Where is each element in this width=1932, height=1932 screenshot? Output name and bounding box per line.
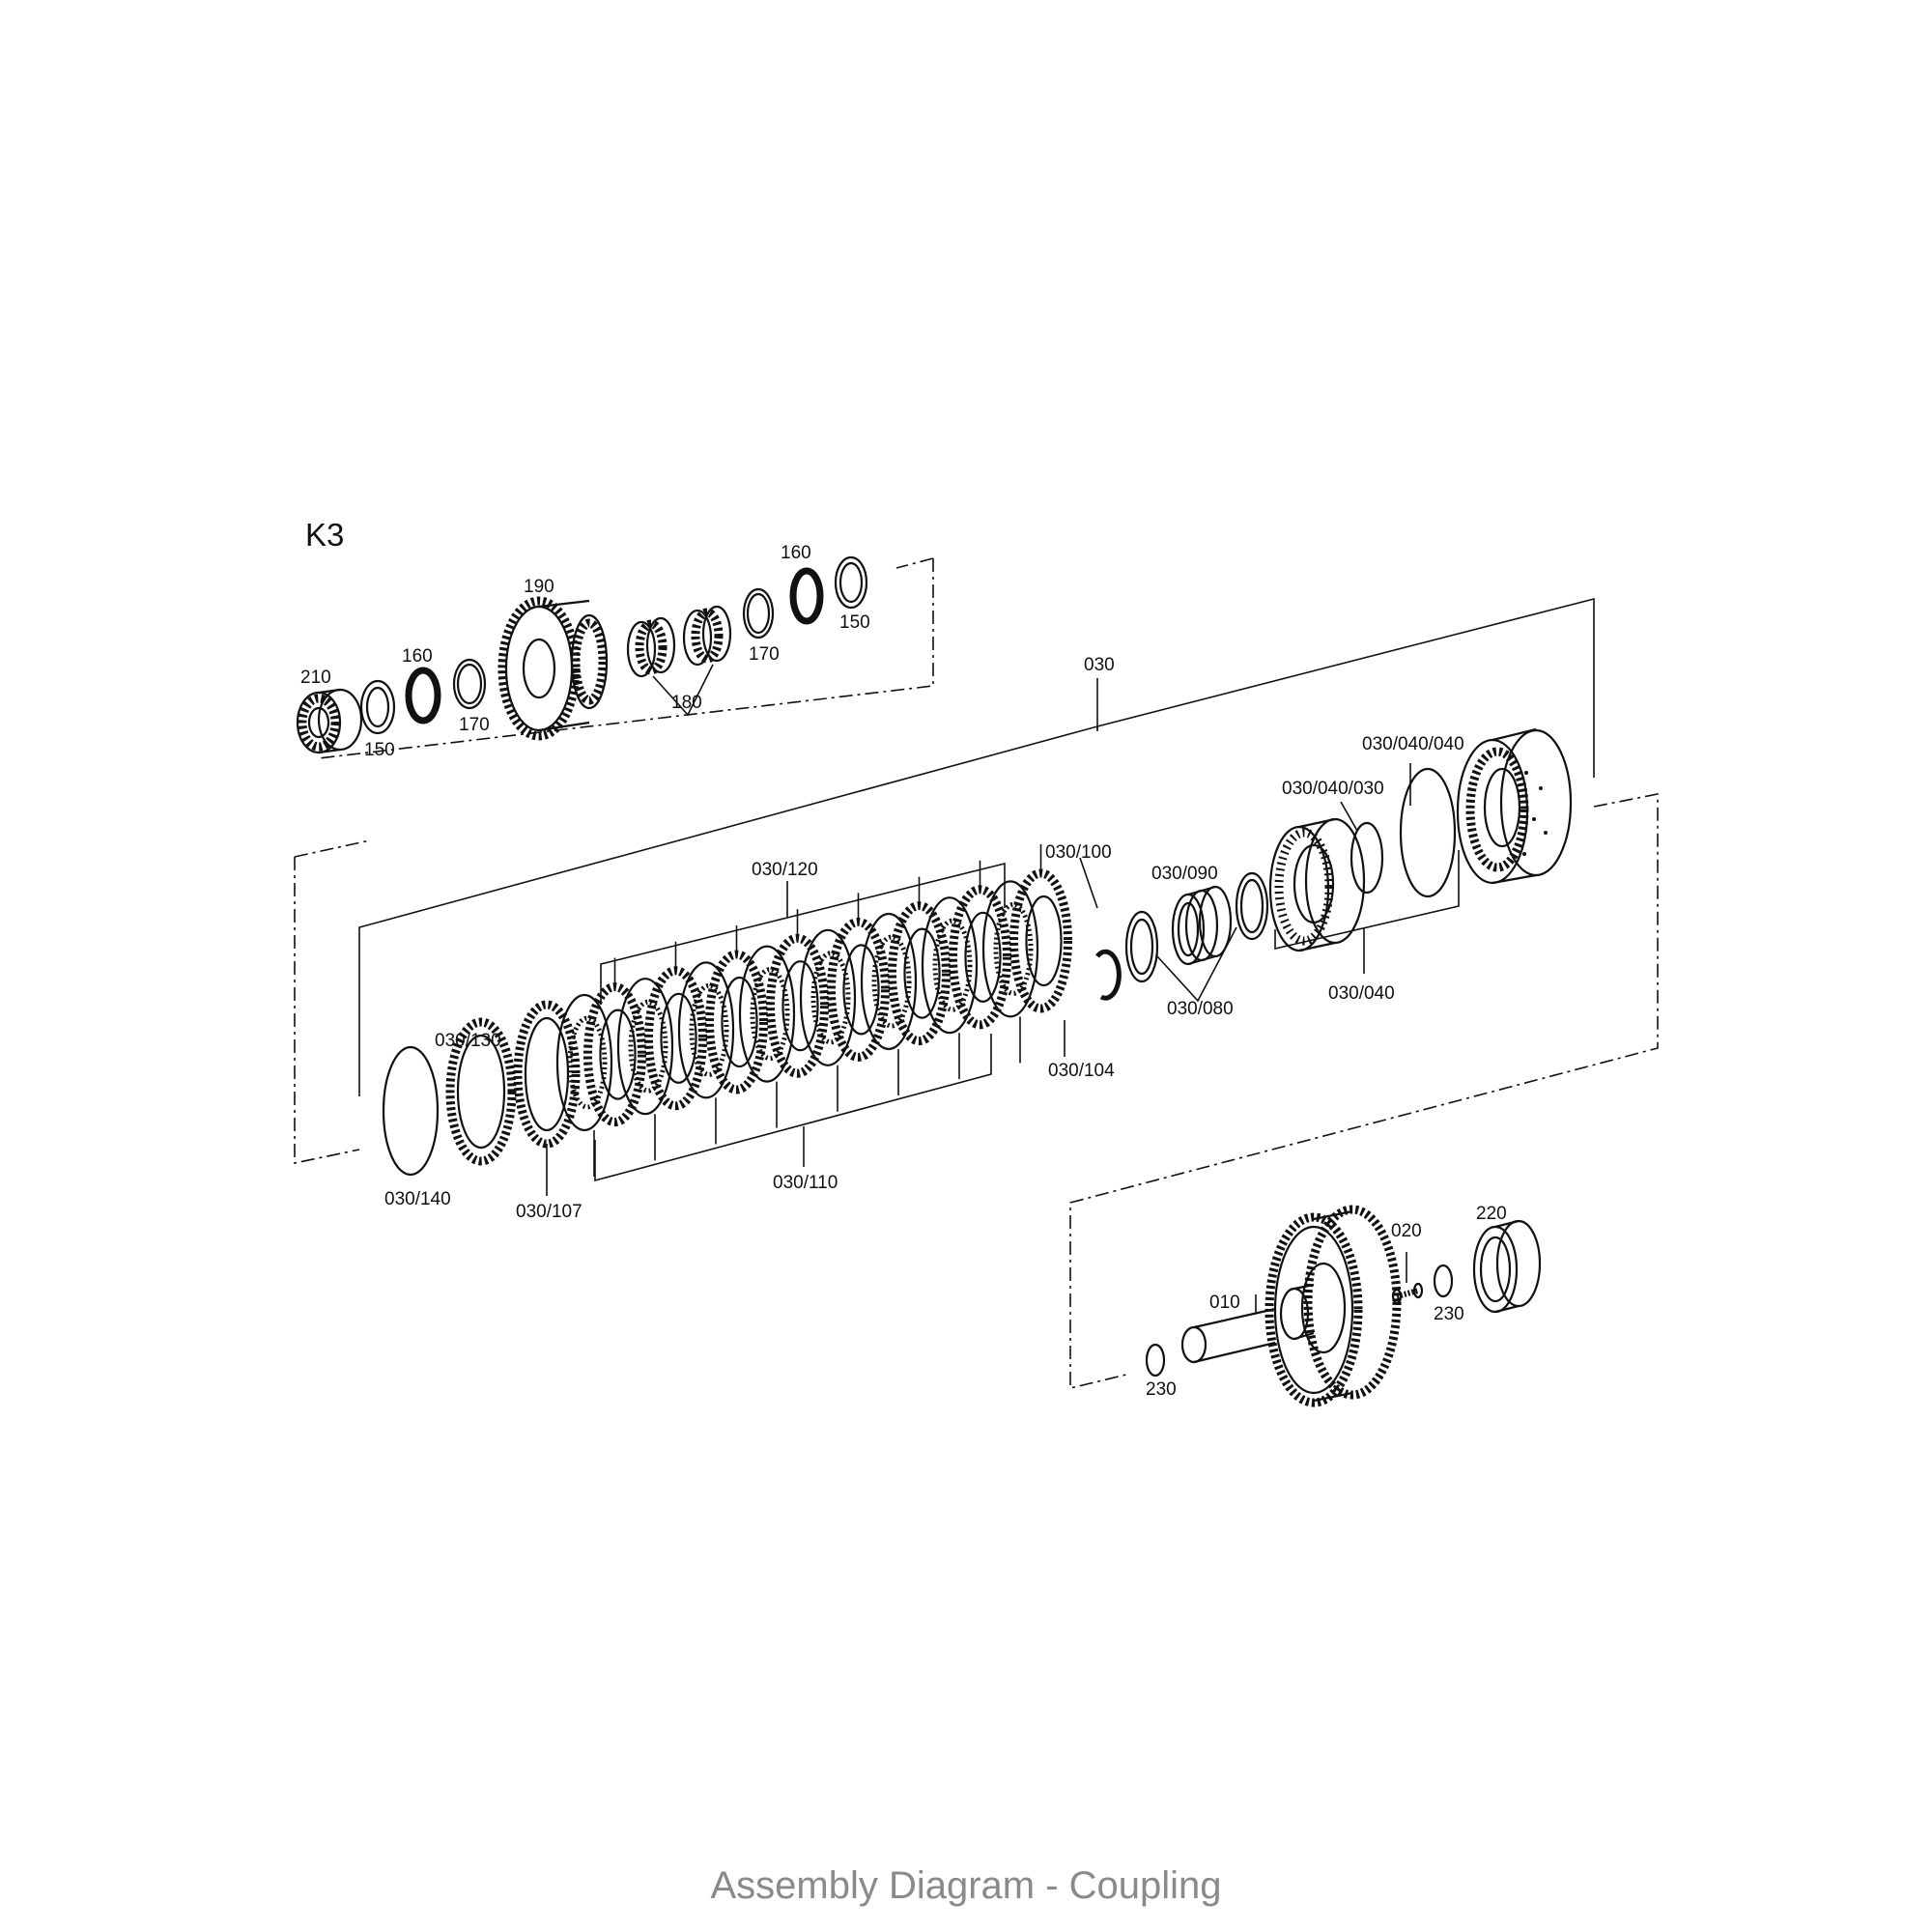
clutch-plate-bore: [750, 967, 790, 1062]
top-group-boundary-end: [895, 557, 934, 569]
label-030-130: 030/130: [435, 1031, 501, 1051]
clutch-plate-bore: [660, 992, 697, 1084]
snap-ring-160: [405, 667, 441, 724]
clutch-plate-bore: [721, 976, 758, 1068]
ring-230b: [1433, 1264, 1454, 1298]
clutch-plate-bore: [781, 960, 819, 1052]
label-170b: 170: [749, 644, 780, 665]
label-150a: 150: [364, 740, 395, 760]
label-230a: 230: [1146, 1379, 1177, 1400]
ring-170: [452, 658, 487, 710]
clutch-plate: [738, 945, 796, 1083]
clutch-plate-bore: [932, 918, 973, 1012]
clutch-plate-pack: [555, 844, 1072, 1177]
clutch-plate-bore: [628, 999, 668, 1094]
clutch-housing: [1456, 727, 1573, 885]
label-030-040-040: 030/040/040: [1362, 734, 1464, 754]
label-150b: 150: [839, 612, 870, 633]
washer-150: [359, 679, 396, 735]
label-010: 010: [1209, 1293, 1240, 1313]
ring-030-040-030: [1350, 821, 1384, 895]
bracket-030-040: [1274, 850, 1460, 951]
washer-150b: [834, 555, 868, 610]
gear-190: [497, 596, 609, 741]
clutch-plate-bore: [964, 911, 1002, 1003]
clutch-plate: [644, 966, 707, 1111]
bracket-030-right: [1096, 597, 1595, 778]
label-160b: 160: [781, 543, 811, 563]
label-190: 190: [524, 577, 554, 597]
bearing-210: [296, 688, 363, 754]
needle-bearing-180a: [626, 616, 676, 678]
clutch-plate: [1009, 868, 1072, 1013]
o-ring-030-140: [382, 1045, 440, 1177]
clutch-plate-bore: [903, 927, 941, 1019]
label-030-120: 030/120: [752, 860, 818, 880]
clutch-plate: [888, 901, 951, 1046]
clutch-plate: [705, 950, 768, 1094]
label-160a: 160: [402, 646, 433, 667]
piston-030-040: [1268, 817, 1366, 952]
disc-030-107: [513, 1000, 581, 1149]
clutch-plate-bore: [567, 1015, 608, 1110]
o-ring-030-040-040: [1399, 767, 1457, 898]
label-020: 020: [1391, 1221, 1422, 1241]
clutch-plate: [981, 880, 1039, 1018]
circlip-030-100: [1095, 949, 1122, 1001]
leader-030-040-030: [1340, 801, 1358, 832]
mid-group-boundary-left: [294, 857, 360, 1164]
clutch-plate-bore: [993, 901, 1034, 996]
mid-group-boundary-top: [294, 839, 371, 858]
snap-ring-160b: [789, 567, 824, 625]
clutch-plate-bore: [810, 951, 851, 1045]
label-030-110: 030/110: [773, 1173, 838, 1193]
leader-180: [652, 664, 714, 717]
label-030-140: 030/140: [384, 1189, 451, 1209]
needle-bearing-180b: [682, 605, 732, 667]
clutch-plate: [677, 961, 735, 1099]
clutch-plate: [555, 993, 613, 1132]
clutch-plate-bore: [871, 934, 912, 1029]
label-030-040-030: 030/040/030: [1282, 779, 1384, 799]
clutch-plate: [921, 896, 979, 1035]
mid-group-boundary-right: [1069, 793, 1659, 1390]
label-030-107: 030/107: [516, 1202, 582, 1222]
clutch-plate-bore: [599, 1009, 637, 1100]
label-030-100: 030/100: [1045, 842, 1112, 863]
label-030-040: 030/040: [1328, 983, 1395, 1004]
label-030: 030: [1084, 655, 1115, 675]
diagram-title: K3: [305, 517, 344, 553]
pin-020: [1391, 1282, 1424, 1305]
clutch-plate: [799, 928, 857, 1066]
label-230b: 230: [1434, 1304, 1464, 1324]
clutch-plate: [949, 885, 1011, 1030]
end-disc-030-130: [445, 1017, 517, 1166]
clutch-plate-bore: [689, 982, 729, 1077]
clutch-plate: [616, 978, 674, 1116]
leader-030-100: [1079, 857, 1098, 909]
caption: Assembly Diagram - Coupling: [710, 1864, 1222, 1907]
label-030-090: 030/090: [1151, 864, 1218, 884]
bearing-220: [1472, 1219, 1542, 1314]
clutch-plate-bore: [1025, 895, 1063, 987]
clutch-plate: [860, 912, 918, 1051]
ring-230a: [1145, 1343, 1166, 1378]
ring-030-080b: [1235, 871, 1269, 941]
label-030-104: 030/104: [1048, 1061, 1115, 1081]
ring-030-080a: [1124, 910, 1159, 983]
label-170a: 170: [459, 715, 490, 735]
clutch-plate: [827, 917, 890, 1062]
label-220: 220: [1476, 1204, 1507, 1224]
ring-170b: [742, 587, 775, 639]
clutch-plate: [583, 982, 646, 1127]
label-180: 180: [671, 693, 702, 713]
clutch-plate: [766, 933, 829, 1078]
clutch-plate-bore: [842, 944, 880, 1036]
label-030-080: 030/080: [1167, 999, 1234, 1019]
bracket-030-120: [600, 862, 1006, 1005]
sleeve-030-090: [1171, 885, 1233, 966]
bracket-030-110: [594, 1034, 992, 1182]
label-210: 210: [300, 668, 331, 688]
